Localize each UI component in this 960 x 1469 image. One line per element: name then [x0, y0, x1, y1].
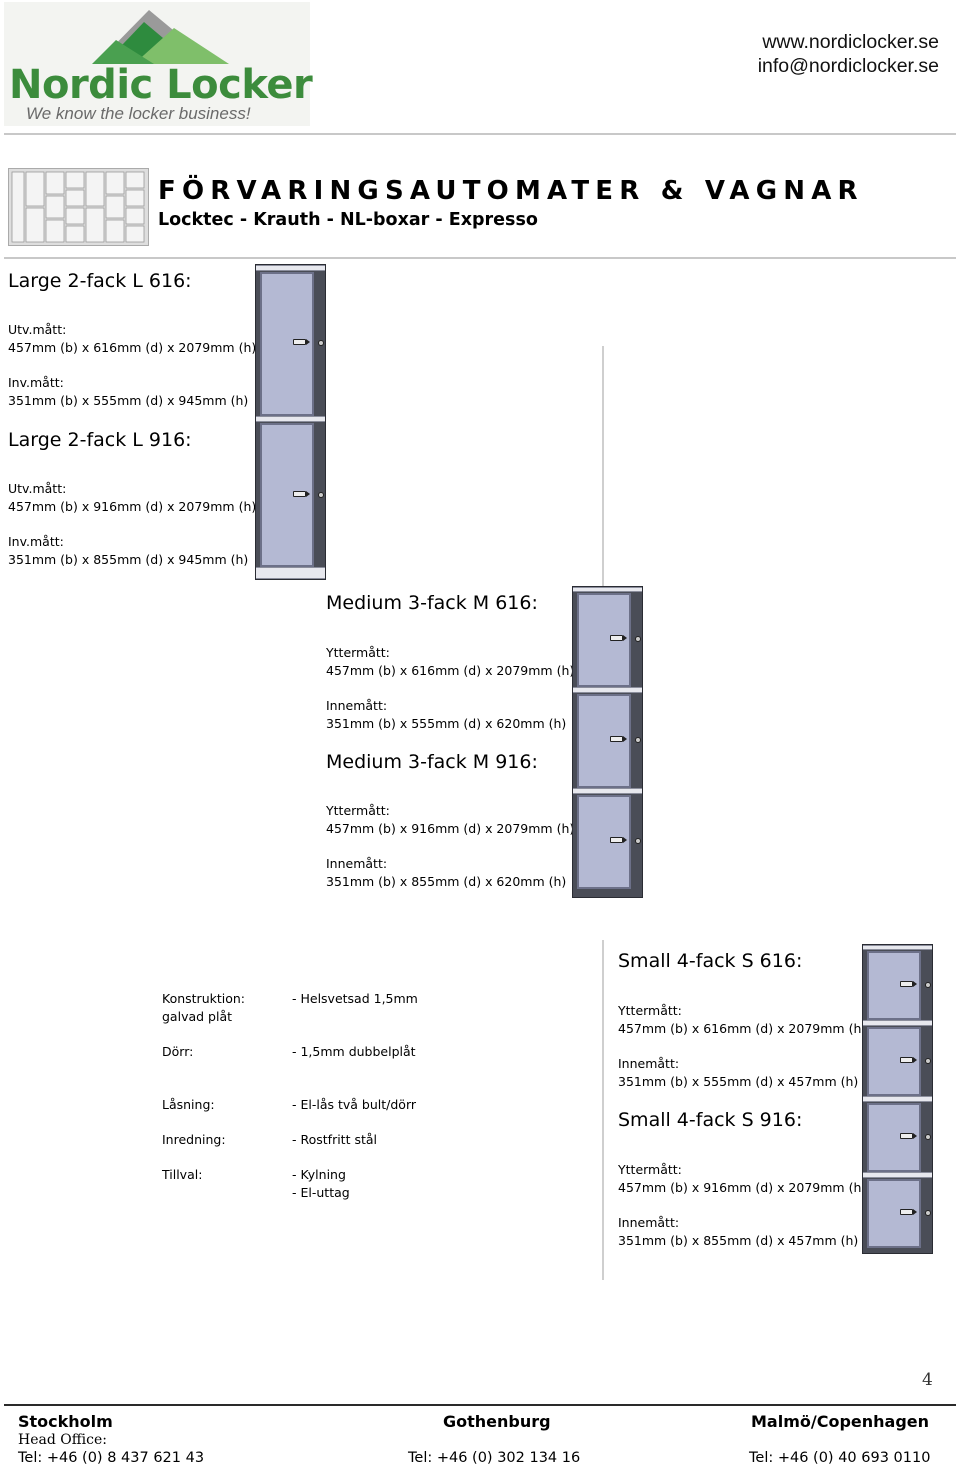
contact-block: www.nordiclocker.se info@nordiclocker.se: [758, 30, 939, 78]
door-handle-icon: [900, 1057, 917, 1063]
lock-icon: [925, 1058, 931, 1064]
outer-label: Utv.mått:: [8, 322, 67, 337]
inner-dimensions: 351mm (b) x 555mm (d) x 620mm (h): [326, 716, 567, 731]
lock-icon: [635, 737, 641, 743]
model-title-large-616: Large 2-fack L 616:: [8, 270, 192, 292]
footer-tel-gothenburg[interactable]: Tel: +46 (0) 302 134 16: [408, 1450, 581, 1466]
footer-tel-malmo[interactable]: Tel: +46 (0) 40 693 0110: [749, 1450, 931, 1466]
door-handle-icon: [900, 1133, 917, 1139]
footer-tel-stockholm[interactable]: Tel: +46 (0) 8 437 621 43: [18, 1450, 205, 1466]
locker-large-2-compartment: [255, 264, 326, 580]
model-title-medium-616: Medium 3-fack M 616:: [326, 592, 538, 614]
inner-dimensions: 351mm (b) x 555mm (d) x 945mm (h): [8, 393, 249, 408]
locker-shelf: [573, 788, 642, 794]
locker-top: [863, 945, 932, 950]
spec-label: galvad plåt: [162, 1009, 233, 1024]
page-title: FÖRVARINGSAUTOMATER & VAGNAR: [158, 176, 864, 206]
model-title-small-616: Small 4-fack S 616:: [618, 950, 803, 972]
logo: Nordic Locker We know the locker busines…: [4, 2, 313, 126]
inner-label: Innemått:: [326, 856, 388, 871]
inner-label: Innemått:: [618, 1215, 680, 1230]
outer-dimensions: 457mm (b) x 916mm (d) x 2079mm (h): [618, 1180, 867, 1195]
spec-label: Inredning:: [162, 1132, 226, 1147]
door-handle-icon: [610, 837, 627, 843]
locker-shelf: [863, 1096, 932, 1102]
inner-label: Inv.mått:: [8, 534, 64, 549]
locker-shelf: [573, 687, 642, 693]
locker-shelf: [256, 416, 325, 422]
footer-city-gothenburg: Gothenburg: [443, 1412, 551, 1431]
spec-label: Konstruktion:: [162, 991, 246, 1006]
door-handle-icon: [293, 491, 310, 497]
lock-icon: [635, 838, 641, 844]
lock-icon: [925, 1210, 931, 1216]
outer-dimensions: 457mm (b) x 616mm (d) x 2079mm (h): [326, 663, 575, 678]
lock-icon: [318, 492, 324, 498]
outer-dimensions: 457mm (b) x 616mm (d) x 2079mm (h): [8, 340, 257, 355]
page-subtitle: Locktec - Krauth - NL-boxar - Expresso: [158, 210, 538, 230]
header-rule: [4, 133, 956, 135]
title-rule: [4, 257, 956, 259]
outer-label: Yttermått:: [326, 803, 390, 818]
outer-label: Yttermått:: [326, 645, 390, 660]
spec-value: - Rostfritt stål: [292, 1132, 378, 1147]
footer-rule: [4, 1404, 956, 1406]
model-title-small-916: Small 4-fack S 916:: [618, 1109, 803, 1131]
model-title-medium-916: Medium 3-fack M 916:: [326, 751, 538, 773]
page-number: 4: [922, 1370, 933, 1390]
footer-head-office: Head Office:: [18, 1432, 107, 1448]
inner-dimensions: 351mm (b) x 555mm (d) x 457mm (h): [618, 1074, 859, 1089]
lock-icon: [925, 1134, 931, 1140]
spec-value: - Kylning: [292, 1167, 346, 1182]
lock-icon: [318, 340, 324, 346]
locker-bank-thumbnail: [8, 168, 149, 246]
lock-icon: [635, 636, 641, 642]
inner-label: Inv.mått:: [8, 375, 64, 390]
spec-value: - El-uttag: [292, 1185, 350, 1200]
inner-label: Innemått:: [326, 698, 388, 713]
outer-dimensions: 457mm (b) x 616mm (d) x 2079mm (h): [618, 1021, 867, 1036]
door-handle-icon: [900, 981, 917, 987]
locker-medium-3-compartment: [572, 586, 643, 898]
door-handle-icon: [293, 339, 310, 345]
outer-dimensions: 457mm (b) x 916mm (d) x 2079mm (h): [326, 821, 575, 836]
outer-label: Yttermått:: [618, 1003, 682, 1018]
lock-icon: [925, 982, 931, 988]
locker-top: [573, 587, 642, 592]
locker-base: [256, 567, 325, 579]
outer-label: Utv.mått:: [8, 481, 67, 496]
locker-shelf: [863, 1020, 932, 1026]
footer-city-stockholm: Stockholm: [18, 1412, 113, 1431]
outer-label: Yttermått:: [618, 1162, 682, 1177]
door-handle-icon: [900, 1209, 917, 1215]
spec-value: - El-lås två bult/dörr: [292, 1097, 416, 1112]
mountain-logo-icon: [92, 10, 229, 64]
locker-top: [256, 265, 325, 271]
locker-shelf: [863, 1172, 932, 1178]
door-handle-icon: [610, 635, 627, 641]
logo-tagline: We know the locker business!: [26, 104, 251, 123]
inner-dimensions: 351mm (b) x 855mm (d) x 457mm (h): [618, 1233, 859, 1248]
vertical-divider: [602, 346, 604, 586]
website-link[interactable]: www.nordiclocker.se: [762, 31, 939, 53]
spec-value: - 1,5mm dubbelplåt: [292, 1044, 416, 1059]
locker-bank-icon: [11, 171, 145, 243]
spec-label: Dörr:: [162, 1044, 194, 1059]
door-handle-icon: [610, 736, 627, 742]
inner-dimensions: 351mm (b) x 855mm (d) x 620mm (h): [326, 874, 567, 889]
inner-label: Innemått:: [618, 1056, 680, 1071]
vertical-divider: [602, 940, 604, 1280]
spec-label: Tillval:: [162, 1167, 203, 1182]
spec-table: Konstruktion: galvad plåt - Helsvetsad 1…: [162, 990, 462, 1210]
spec-label: Låsning:: [162, 1097, 215, 1112]
logo-brand: Nordic Locker: [9, 62, 313, 108]
email-link[interactable]: info@nordiclocker.se: [757, 55, 939, 77]
locker-door: [577, 593, 631, 687]
model-title-large-916: Large 2-fack L 916:: [8, 429, 192, 451]
spec-value: - Helsvetsad 1,5mm: [292, 991, 418, 1006]
footer-city-malmo: Malmö/Copenhagen: [751, 1412, 930, 1431]
inner-dimensions: 351mm (b) x 855mm (d) x 945mm (h): [8, 552, 249, 567]
outer-dimensions: 457mm (b) x 916mm (d) x 2079mm (h): [8, 499, 257, 514]
locker-small-4-compartment: [862, 944, 933, 1254]
